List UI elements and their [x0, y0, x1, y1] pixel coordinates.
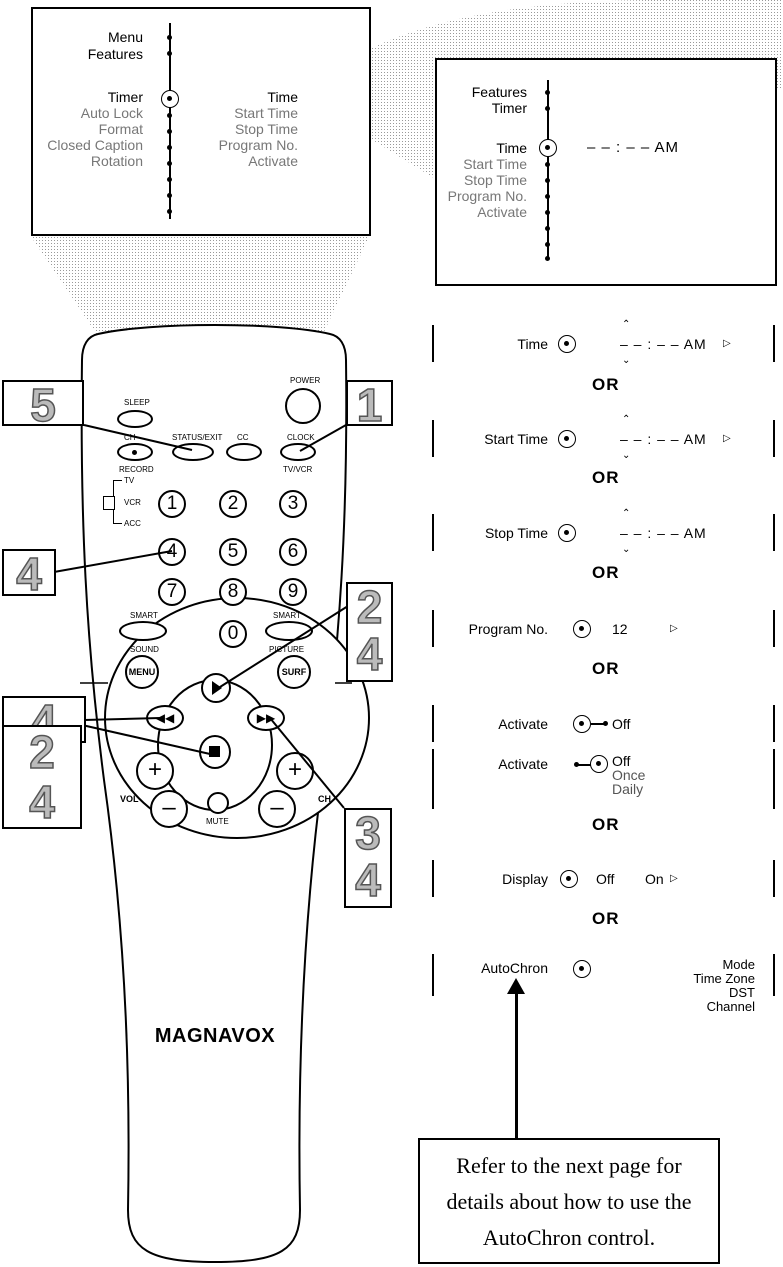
- navigation-pad-icon: [558, 430, 576, 448]
- row-program-no-value: 12: [612, 621, 628, 637]
- navigation-pad-icon: [590, 755, 608, 773]
- row-stop-time-label: Stop Time: [460, 525, 548, 541]
- right-arrow-icon: ▷: [670, 624, 678, 634]
- step-number-4: 4: [348, 631, 391, 678]
- navigation-pad-icon: [539, 139, 557, 157]
- row-autochron-label: AutoChron: [460, 960, 548, 976]
- activate-option-off: Off: [612, 754, 630, 768]
- step-3-4-marker: 3 4: [344, 808, 392, 908]
- row-start-time-label: Start Time: [460, 431, 548, 447]
- step-number-2: 2: [4, 727, 80, 777]
- autochron-option-time-zone: Time Zone: [660, 972, 755, 986]
- navigation-pad-icon: [560, 870, 578, 888]
- right-arrow-icon: ▷: [723, 339, 731, 349]
- step-4-marker: 4: [2, 549, 56, 596]
- activate-option-daily: Daily: [612, 782, 643, 796]
- up-arrow-icon: ⌃: [622, 415, 630, 425]
- autochron-option-channel: Channel: [660, 1000, 755, 1014]
- step-number-2: 2: [348, 584, 391, 631]
- display-off-value: Off: [596, 871, 614, 887]
- menu-item-activate: Activate: [447, 204, 527, 220]
- row-program-no-label: Program No.: [450, 621, 548, 637]
- menu-item-stop-time: Stop Time: [447, 172, 527, 188]
- up-arrow-icon: ⌃: [622, 509, 630, 519]
- navigation-pad-icon: [558, 524, 576, 542]
- menu-item-program-no: Program No.: [437, 188, 527, 204]
- right-arrow-icon: ▷: [670, 874, 678, 884]
- menu-item-features: Features: [447, 84, 527, 100]
- or-separator: OR: [592, 815, 620, 835]
- activate-option-once: Once: [612, 768, 645, 782]
- row-display-label: Display: [480, 871, 548, 887]
- menu-item-timer: Timer: [447, 100, 527, 116]
- navigation-pad-icon: [573, 960, 591, 978]
- down-arrow-icon: ⌄: [622, 545, 630, 555]
- down-arrow-icon: ⌄: [622, 451, 630, 461]
- arrow-up-icon: [507, 978, 525, 994]
- navigation-pad-icon: [573, 715, 591, 733]
- or-separator: OR: [592, 659, 620, 679]
- step-number-4: 4: [346, 857, 390, 904]
- navigation-pad-icon: [573, 620, 591, 638]
- row-time-value: – – : – – AM: [620, 336, 707, 352]
- or-separator: OR: [592, 468, 620, 488]
- step-2-4-marker: 2 4: [346, 582, 393, 682]
- autochron-note: Refer to the next page for details about…: [418, 1138, 720, 1264]
- row-activate-value: Off: [612, 716, 630, 732]
- row-start-time-value: – – : – – AM: [620, 431, 707, 447]
- navigation-pad-icon: [558, 335, 576, 353]
- down-arrow-icon: ⌄: [622, 356, 630, 366]
- time-value: – – : – – AM: [587, 140, 679, 156]
- right-arrow-icon: ▷: [723, 434, 731, 444]
- or-separator: OR: [592, 375, 620, 395]
- step-1-marker: 1: [346, 380, 393, 426]
- row-activate-label: Activate: [470, 716, 548, 732]
- step-number-3: 3: [346, 810, 390, 857]
- arrow-line: [515, 990, 518, 1140]
- time-menu-screen: Features Timer Time Start Time Stop Time…: [435, 58, 777, 286]
- row-time-label: Time: [480, 336, 548, 352]
- step-number-4: 4: [4, 777, 80, 827]
- autochron-option-mode: Mode: [660, 958, 755, 972]
- row-stop-time-value: – – : – – AM: [620, 525, 707, 541]
- up-arrow-icon: ⌃: [622, 320, 630, 330]
- or-separator: OR: [592, 563, 620, 583]
- step-5-marker: 5: [2, 380, 84, 426]
- display-on-value: On: [645, 871, 664, 887]
- step-2-4-marker: 2 4: [2, 725, 82, 829]
- menu-item-start-time: Start Time: [447, 156, 527, 172]
- brand-logo: MAGNAVOX: [140, 1025, 290, 1048]
- or-separator: OR: [592, 909, 620, 929]
- menu-item-time: Time: [447, 140, 527, 156]
- autochron-option-dst: DST: [660, 986, 755, 1000]
- row-activate-label: Activate: [470, 756, 548, 772]
